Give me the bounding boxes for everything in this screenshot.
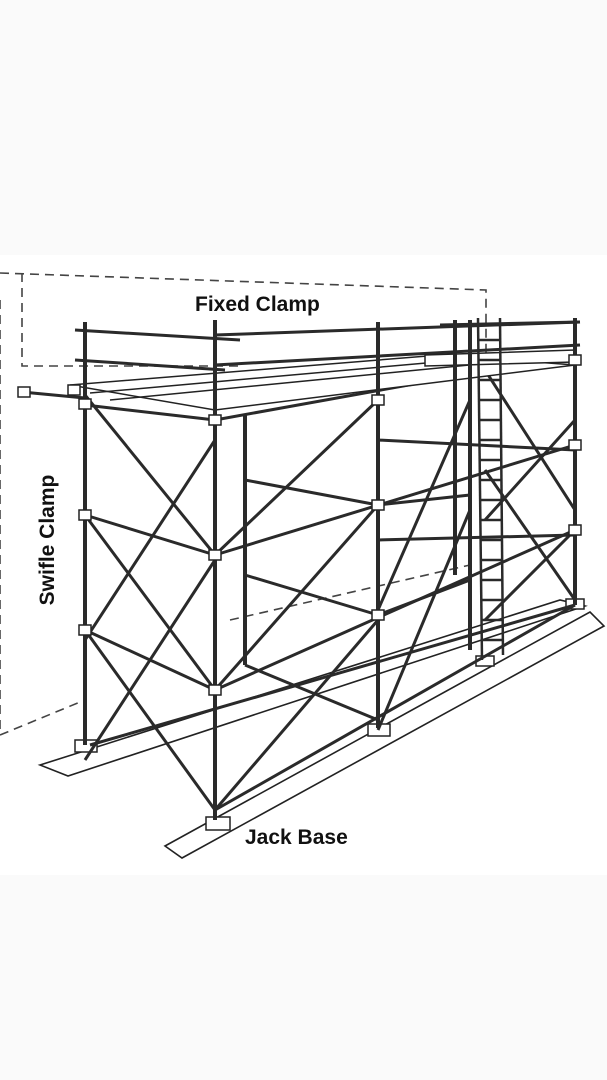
jack-base-plates: [74, 598, 585, 831]
guardrails: [21, 320, 581, 400]
swifle-clamp-label: Swifle Clamp: [36, 474, 59, 606]
jack-base-label: Jack Base: [245, 826, 348, 849]
clamp-couplers: [17, 354, 582, 696]
base-boards: [37, 599, 606, 859]
wall-outline: [0, 272, 487, 736]
diagonal-braces: [83, 369, 577, 811]
ledgers: [84, 353, 576, 812]
fixed-clamp-label: Fixed Clamp: [195, 293, 320, 316]
standards: [83, 318, 577, 820]
scaffold-diagram: [0, 255, 607, 875]
ladder: [476, 317, 505, 661]
